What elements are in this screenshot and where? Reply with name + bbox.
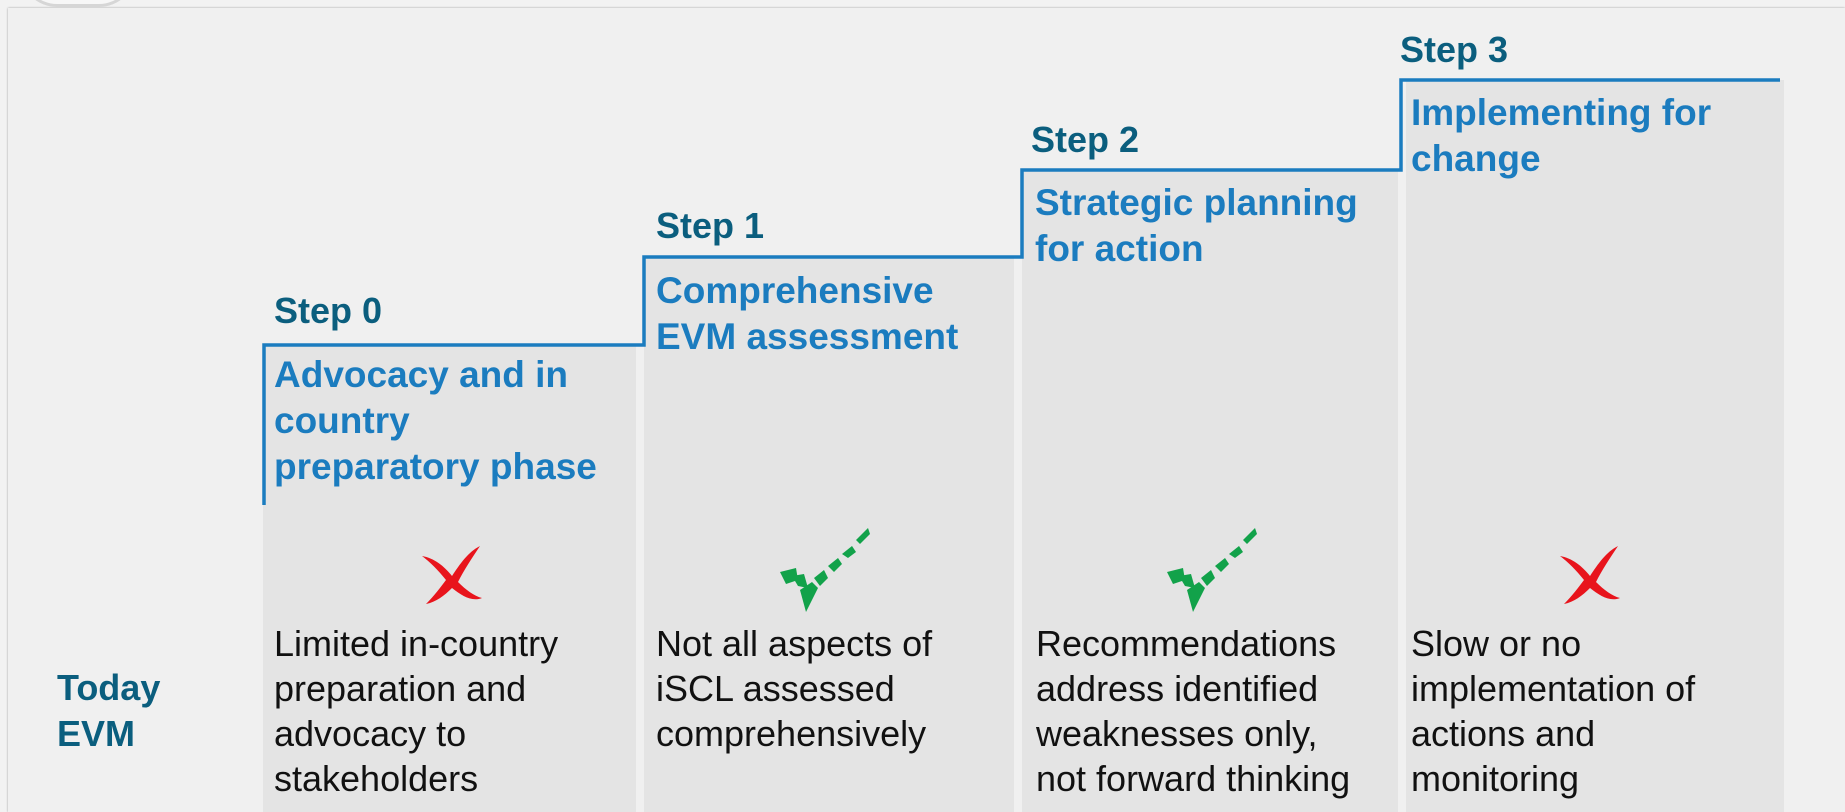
description-line: implementation of [1411,668,1696,709]
step-2-title: Strategic planning for action [1035,180,1358,272]
description-line: monitoring [1411,758,1580,799]
step-1-label: Step 1 [656,205,765,246]
title-line: EVM assessment [656,316,959,357]
description-line: Recommendations [1036,623,1337,664]
step-2-label: Step 2 [1031,119,1140,160]
cross-icon [1560,546,1620,604]
description-line: iSCL assessed [656,668,895,709]
cross-icon [422,546,482,604]
description-line: stakeholders [274,758,479,799]
title-line: Comprehensive [656,270,934,311]
title-line: Strategic planning [1035,182,1358,223]
description-line: address identified [1036,668,1319,709]
step-2-column [1022,170,1398,812]
step-1-description: Not all aspects of iSCL assessed compreh… [656,621,932,756]
step-0-description: Limited in-country preparation and advoc… [274,621,558,801]
step-3-column [1406,80,1784,812]
check-icon [1167,528,1257,612]
check-icon [780,528,870,612]
title-line: for action [1035,228,1204,269]
description-line: Not all aspects of [656,623,933,664]
description-line: Limited in-country [274,623,559,664]
step-1-title: Comprehensive EVM assessment [656,268,958,360]
step-3-label: Step 3 [1400,29,1509,70]
title-line: country [274,400,410,441]
title-line: Advocacy and in [274,354,569,395]
description-line: weaknesses only, [1036,713,1318,754]
description-line: advocacy to [274,713,467,754]
description-line: Slow or no [1411,623,1582,664]
title-line: Implementing for [1411,92,1712,133]
row-label: Today EVM [57,665,160,757]
title-line: change [1411,138,1541,179]
row-label-line: EVM [57,713,136,754]
step-3-description: Slow or no implementation of actions and… [1411,621,1695,801]
description-line: actions and [1411,713,1596,754]
step-2-description: Recommendations address identified weakn… [1036,621,1350,801]
title-line: preparatory phase [274,446,597,487]
step-0-title: Advocacy and in country preparatory phas… [274,352,597,490]
description-line: comprehensively [656,713,927,754]
step-0-label: Step 0 [274,290,383,331]
description-line: not forward thinking [1036,758,1351,799]
step-3-title: Implementing for change [1411,90,1711,182]
step-1-column [644,257,1014,812]
description-line: preparation and [274,668,527,709]
row-label-line: Today [57,667,161,708]
